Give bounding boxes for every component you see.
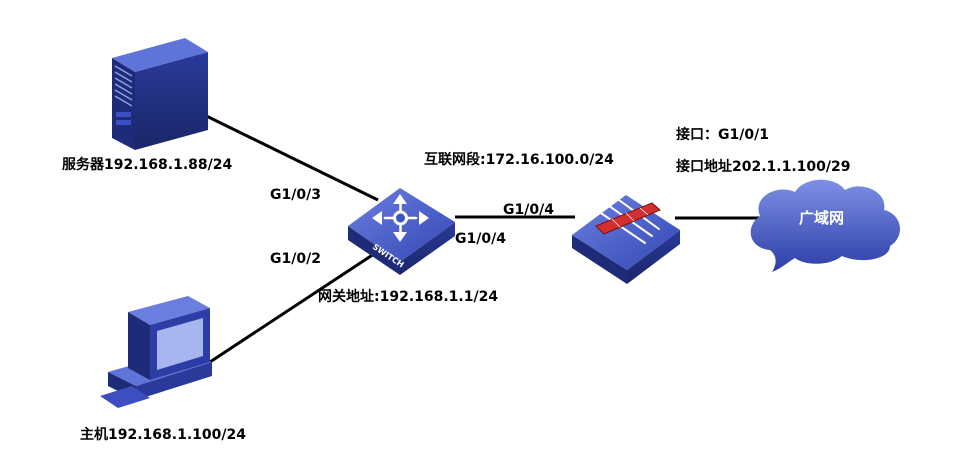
host-port-label: G1/0/2 bbox=[270, 251, 321, 267]
layer3-switch-icon: SWITCH bbox=[348, 188, 455, 275]
cloud-icon bbox=[750, 179, 901, 272]
gateway-address-label: 网关地址:192.168.1.1/24 bbox=[318, 289, 499, 305]
firewall-icon bbox=[572, 194, 680, 284]
desktop-computer-icon bbox=[100, 296, 212, 408]
interface-address-label: 接口地址202.1.1.100/29 bbox=[676, 159, 851, 175]
host-label: 主机192.168.1.100/24 bbox=[80, 427, 246, 443]
switch-uplink-port-label: G1/0/4 bbox=[455, 231, 506, 247]
connection-lines bbox=[189, 106, 760, 364]
link-host-switch bbox=[209, 248, 381, 364]
firewall-port-label: G1/0/4 bbox=[503, 202, 554, 218]
interface-label: 接口：G1/0/1 bbox=[676, 127, 769, 143]
link-server-switch bbox=[189, 106, 379, 202]
server-tower-icon bbox=[112, 38, 208, 150]
wan-label: 广域网 bbox=[799, 209, 845, 227]
server-port-label: G1/0/3 bbox=[270, 187, 321, 203]
segment-label: 互联网段:172.16.100.0/24 bbox=[424, 152, 614, 168]
server-label: 服务器192.168.1.88/24 bbox=[62, 157, 233, 173]
